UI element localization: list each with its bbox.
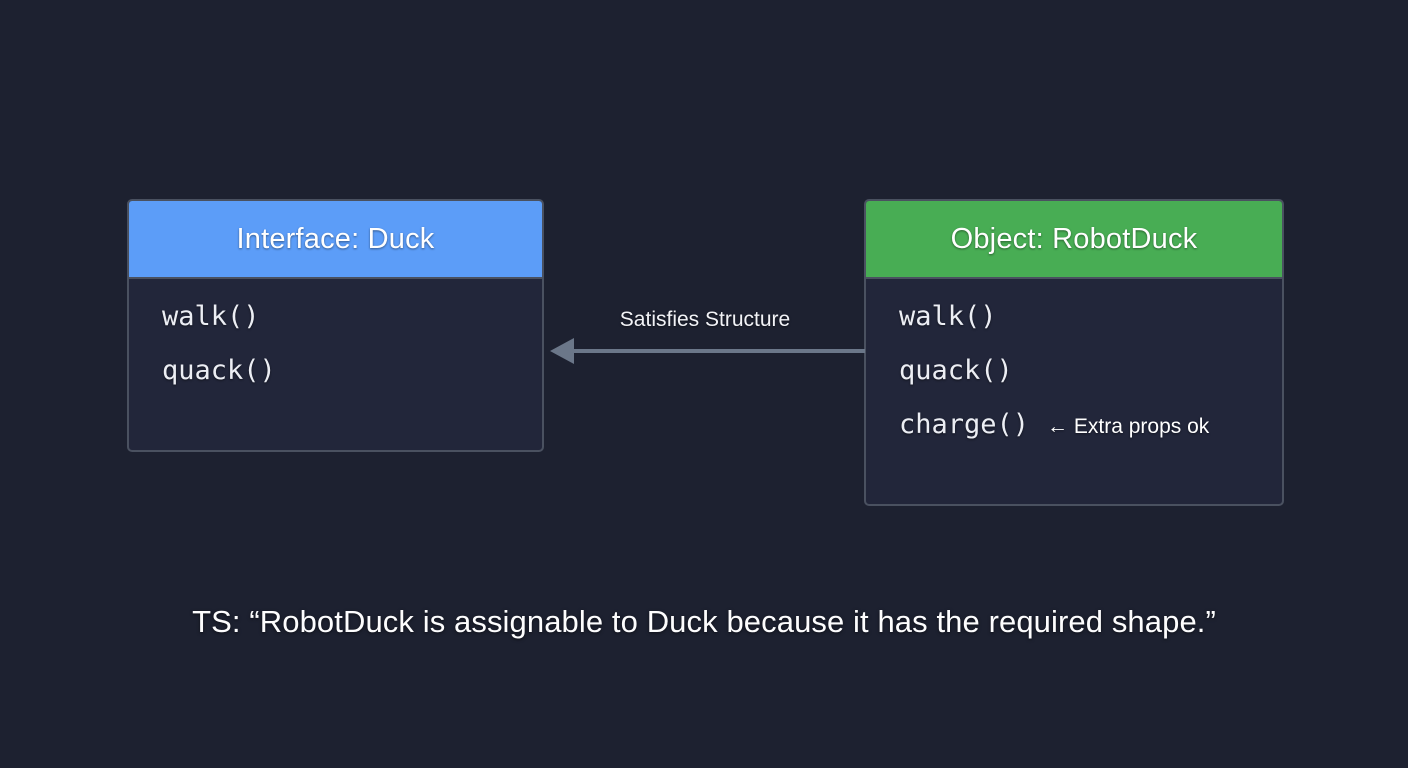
object-member-walk: walk() bbox=[899, 301, 997, 332]
member-row: quack() bbox=[162, 355, 542, 409]
object-robotduck-box: Object: RobotDuck walk() quack() charge(… bbox=[864, 199, 1284, 506]
member-row: walk() bbox=[899, 301, 1282, 355]
object-robotduck-header: Object: RobotDuck bbox=[866, 201, 1282, 279]
object-robotduck-title: Object: RobotDuck bbox=[950, 222, 1198, 255]
member-row: walk() bbox=[162, 301, 542, 355]
interface-duck-box: Interface: Duck walk() quack() bbox=[127, 199, 544, 452]
satisfies-structure-arrow bbox=[550, 338, 865, 364]
interface-duck-title: Interface: Duck bbox=[236, 222, 435, 255]
caption-text: TS: “RobotDuck is assignable to Duck bec… bbox=[192, 604, 1216, 639]
interface-duck-members: walk() quack() bbox=[129, 279, 542, 409]
member-row: quack() bbox=[899, 355, 1282, 409]
object-member-charge: charge() bbox=[899, 409, 1030, 440]
interface-duck-header: Interface: Duck bbox=[129, 201, 542, 279]
object-robotduck-members: walk() quack() charge() ← Extra props ok bbox=[866, 279, 1282, 463]
object-member-quack: quack() bbox=[899, 355, 1013, 386]
arrowhead-icon bbox=[550, 338, 574, 364]
connector-label: Satisfies Structure bbox=[619, 308, 791, 331]
member-row: charge() ← Extra props ok bbox=[899, 409, 1282, 463]
interface-member-quack: quack() bbox=[162, 355, 276, 386]
interface-member-walk: walk() bbox=[162, 301, 260, 332]
extra-props-annotation: ← Extra props ok bbox=[1047, 415, 1210, 438]
